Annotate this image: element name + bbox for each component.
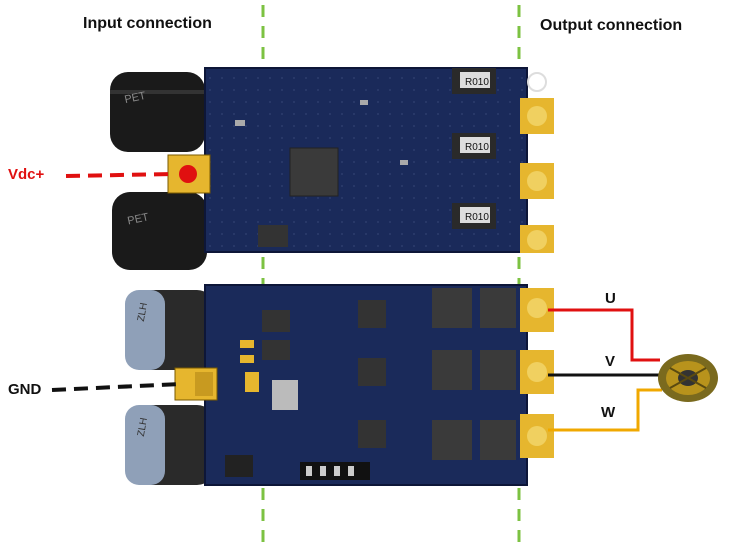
svg-text:ZLH: ZLH (136, 302, 150, 323)
bottom-pin-header (300, 462, 370, 480)
gnd-label: GND (8, 381, 42, 398)
vdc-label: Vdc+ (8, 166, 45, 183)
top-mcu-chip (289, 147, 339, 197)
top-shunt-2: R010 (452, 133, 496, 159)
w-wire (548, 388, 662, 432)
phase-w-label: W (601, 404, 616, 421)
input-connection-header: Input connection (83, 15, 212, 32)
phase-u-label: U (605, 290, 616, 307)
top-shunt-1: R010 (452, 68, 496, 94)
phase-v-label: V (605, 353, 616, 370)
svg-text:PET: PET (123, 90, 147, 106)
top-shunt-3: R010 (452, 203, 496, 229)
top-capacitor-1: PET (110, 72, 205, 152)
motor (658, 354, 718, 402)
bottom-capacitor-1: ZLH (125, 290, 215, 370)
bottom-mosfets (432, 288, 516, 460)
top-board: PET PET R010 R010 R010 (110, 67, 554, 270)
svg-text:R010: R010 (465, 77, 489, 88)
svg-text:ZLH: ZLH (136, 417, 150, 438)
svg-text:R010: R010 (465, 212, 489, 223)
svg-text:PET: PET (126, 211, 150, 227)
bottom-board: ZLH ZLH (125, 284, 554, 486)
bottom-output-pads (520, 288, 554, 458)
output-connection-header: Output connection (540, 17, 683, 34)
svg-text:R010: R010 (465, 142, 489, 153)
gnd-wire (51, 382, 181, 392)
bottom-capacitor-2: ZLH (125, 405, 215, 485)
top-capacitor-2: PET (112, 192, 207, 270)
vdc-wire (65, 172, 176, 178)
top-output-pads (520, 98, 554, 253)
u-wire (548, 308, 660, 362)
